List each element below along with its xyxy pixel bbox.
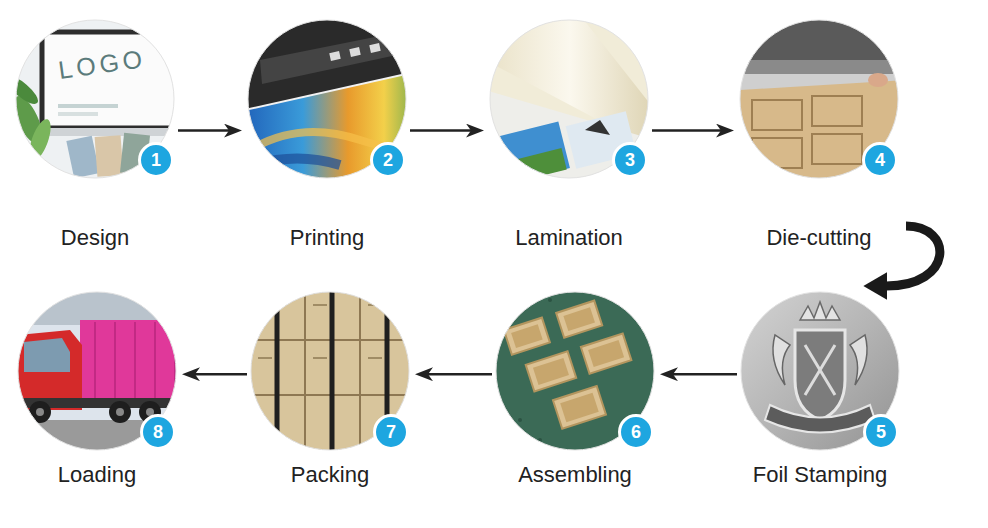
step-circle: Printing2 xyxy=(248,20,406,178)
turn-arrow xyxy=(886,226,939,286)
step-label: Die-cutting xyxy=(766,225,871,251)
callout-number: 5 xyxy=(863,414,899,450)
callout-number: 6 xyxy=(618,414,654,450)
step-circle: Packing7 xyxy=(251,292,409,450)
step-circle: Foil Stamping5 xyxy=(741,292,899,450)
step-number: 2 xyxy=(383,150,393,170)
callout-number: 3 xyxy=(612,142,648,178)
step-label: Assembling xyxy=(518,462,632,488)
step-number: 6 xyxy=(631,422,641,442)
step-label: Printing xyxy=(290,225,365,251)
step-label: Loading xyxy=(58,462,136,488)
callout-number: 1 xyxy=(138,142,174,178)
printing-photo xyxy=(240,15,420,185)
step-label: Lamination xyxy=(515,225,623,251)
loading-photo xyxy=(15,285,190,460)
step-circle: Design1 xyxy=(16,20,174,178)
callout-number: 4 xyxy=(862,142,898,178)
step-label: Packing xyxy=(291,462,369,488)
step-circle: Loading8 xyxy=(18,292,176,450)
flow-arrow xyxy=(410,129,476,132)
callout-number: 2 xyxy=(370,142,406,178)
lamination-photo xyxy=(485,15,655,185)
assembling-photo xyxy=(490,285,665,460)
callout-number: 8 xyxy=(140,414,176,450)
step-circle: Assembling6 xyxy=(496,292,654,450)
step-circle: Lamination3 xyxy=(490,20,648,178)
step-circle: Die-cutting4 xyxy=(740,20,898,178)
callout-number: 7 xyxy=(373,414,409,450)
step-label: Foil Stamping xyxy=(753,462,888,488)
step-number: 3 xyxy=(625,150,635,170)
flow-arrow xyxy=(190,373,247,376)
design-photo xyxy=(2,15,192,185)
packing-photo xyxy=(245,285,420,460)
flow-arrow xyxy=(668,373,737,376)
flow-arrow xyxy=(652,129,726,132)
step-number: 5 xyxy=(876,422,886,442)
step-number: 4 xyxy=(875,150,885,170)
step-label: Design xyxy=(61,225,129,251)
step-number: 7 xyxy=(386,422,396,442)
step-number: 1 xyxy=(151,150,161,170)
die-cutting-photo xyxy=(735,15,905,185)
flow-arrow xyxy=(178,129,234,132)
step-number: 8 xyxy=(153,422,163,442)
foil-stamping-photo xyxy=(735,285,910,460)
flow-arrow xyxy=(423,373,492,376)
